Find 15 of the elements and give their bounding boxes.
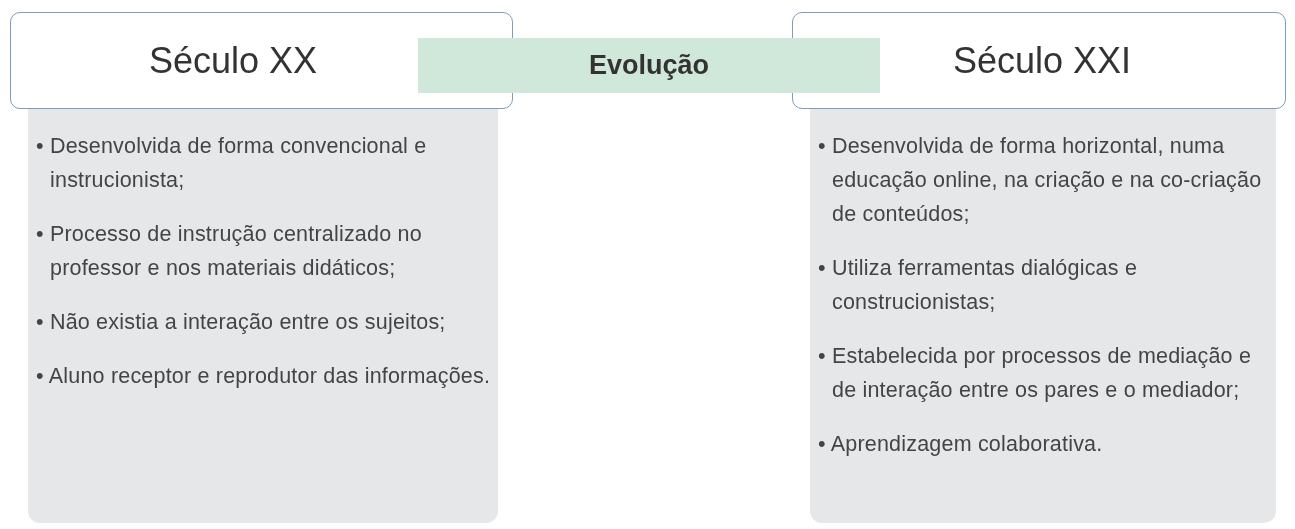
bullet-text: • Não existia a interação entre os sujeitos; (36, 309, 447, 336)
column-heading: Século XXI (953, 39, 1132, 82)
text-panel (28, 109, 498, 523)
bullet-text: • Processo de instrução centralizado no professor e nos materiais didáticos; (36, 221, 423, 282)
bullet-text: • Aluno receptor e reprodutor das informações. (36, 363, 492, 390)
bullet-text: • Estabelecida por processos de mediação e de interação entre os pares e o mediador; (818, 343, 1253, 404)
banner-text: Evolução (588, 50, 709, 81)
header-box (792, 12, 1286, 109)
banner (418, 38, 880, 93)
column-heading: Século XX (149, 39, 318, 82)
text-panel (810, 109, 1276, 523)
bullet-text: • Desenvolvida de forma horizontal, numa educação online, na criação e na co-criação de conteúdos; (818, 133, 1263, 228)
bullet-text: • Aprendizagem colaborativa. (818, 431, 1104, 458)
bullet-text: • Utiliza ferramentas dialógicas e construcionistas; (818, 255, 1139, 316)
bullet-text: • Desenvolvida de forma convencional e instrucionista; (36, 133, 428, 194)
